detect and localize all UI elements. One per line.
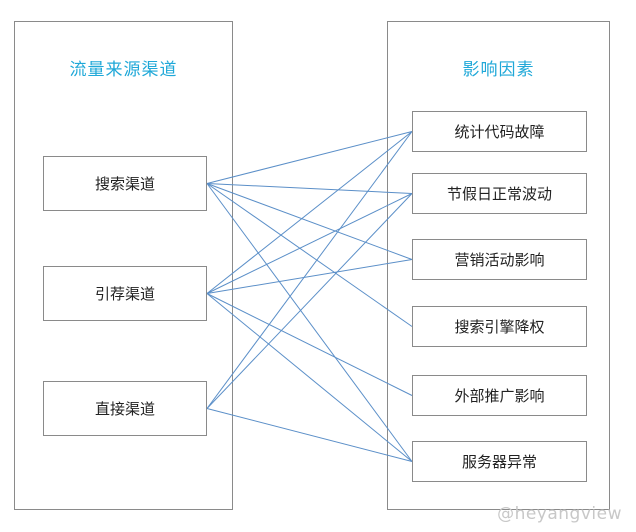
- edge-direct-holiday: [206, 193, 413, 409]
- edge-search-search_penalty: [206, 183, 413, 327]
- node-external-promotion: 外部推广影响: [412, 375, 587, 416]
- node-referral-channel: 引荐渠道: [43, 266, 207, 321]
- edge-search-server: [206, 183, 413, 462]
- edge-referral-server: [206, 293, 413, 462]
- node-label: 节假日正常波动: [446, 185, 552, 203]
- node-label: 引荐渠道: [94, 285, 155, 303]
- edge-referral-external_promo: [206, 293, 413, 396]
- influence-factor-title: 影响因素: [462, 60, 535, 80]
- node-label: 直接渠道: [94, 400, 155, 418]
- edge-direct-stats_code: [206, 131, 413, 409]
- node-label: 搜索引擎降权: [454, 318, 545, 336]
- edge-search-marketing: [206, 183, 413, 260]
- node-label: 营销活动影响: [454, 251, 545, 269]
- node-label: 统计代码故障: [454, 123, 545, 141]
- edge-direct-server: [206, 408, 413, 462]
- edge-referral-marketing: [206, 259, 413, 294]
- node-server-error: 服务器异常: [412, 441, 587, 482]
- edge-referral-stats_code: [206, 131, 413, 294]
- edge-search-stats_code: [206, 131, 413, 184]
- watermark: @heyangview: [497, 504, 622, 524]
- edge-referral-holiday: [206, 193, 413, 294]
- node-search-engine-penalty: 搜索引擎降权: [412, 306, 587, 347]
- node-marketing-impact: 营销活动影响: [412, 239, 587, 280]
- node-search-channel: 搜索渠道: [43, 156, 207, 211]
- node-holiday-fluctuation: 节假日正常波动: [412, 173, 587, 214]
- node-label: 服务器异常: [461, 453, 537, 471]
- traffic-source-title: 流量来源渠道: [69, 60, 178, 80]
- edge-search-holiday: [206, 183, 413, 194]
- node-label: 搜索渠道: [94, 175, 155, 193]
- node-direct-channel: 直接渠道: [43, 381, 207, 436]
- node-stats-code-failure: 统计代码故障: [412, 111, 587, 152]
- node-label: 外部推广影响: [454, 387, 545, 405]
